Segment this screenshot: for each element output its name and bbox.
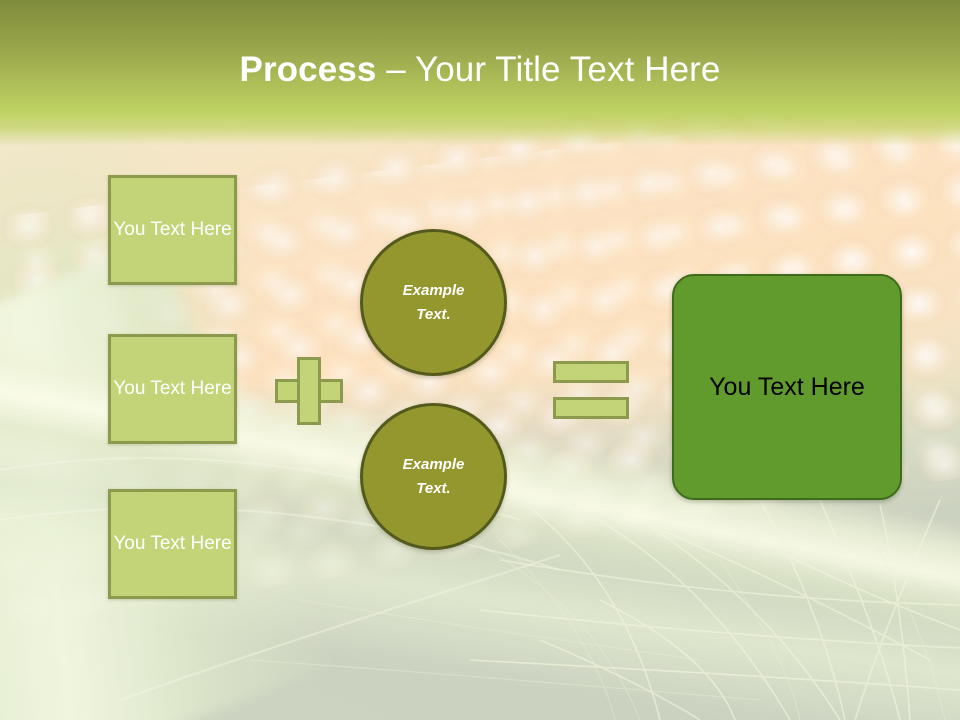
input-box-1[interactable]: You Text Here xyxy=(108,175,237,285)
header-band xyxy=(0,0,960,146)
plus-icon-center-fill xyxy=(300,382,318,400)
equals-icon-bottom-bar xyxy=(553,397,629,419)
equals-icon xyxy=(553,361,629,419)
input-box-3-label: You Text Here xyxy=(113,533,232,555)
process-circle-1[interactable]: Example Text. xyxy=(360,229,507,376)
plus-icon xyxy=(275,357,343,425)
process-circle-2[interactable]: Example Text. xyxy=(360,403,507,550)
result-box-label: You Text Here xyxy=(709,372,865,401)
process-circle-2-line2: Text. xyxy=(416,479,451,497)
page-title-strong: Process xyxy=(239,50,377,89)
input-box-2-label: You Text Here xyxy=(113,378,232,400)
equals-icon-top-bar xyxy=(553,361,629,383)
page-title-rest: – Your Title Text Here xyxy=(376,50,721,89)
process-circle-1-line2: Text. xyxy=(416,305,451,323)
page-title: Process – Your Title Text Here xyxy=(0,50,960,90)
result-box[interactable]: You Text Here xyxy=(672,274,902,500)
input-box-1-label: You Text Here xyxy=(113,219,232,241)
input-box-2[interactable]: You Text Here xyxy=(108,334,237,444)
input-box-3[interactable]: You Text Here xyxy=(108,489,237,599)
process-circle-2-line1: Example xyxy=(402,456,465,474)
process-circle-1-line1: Example xyxy=(402,282,465,300)
